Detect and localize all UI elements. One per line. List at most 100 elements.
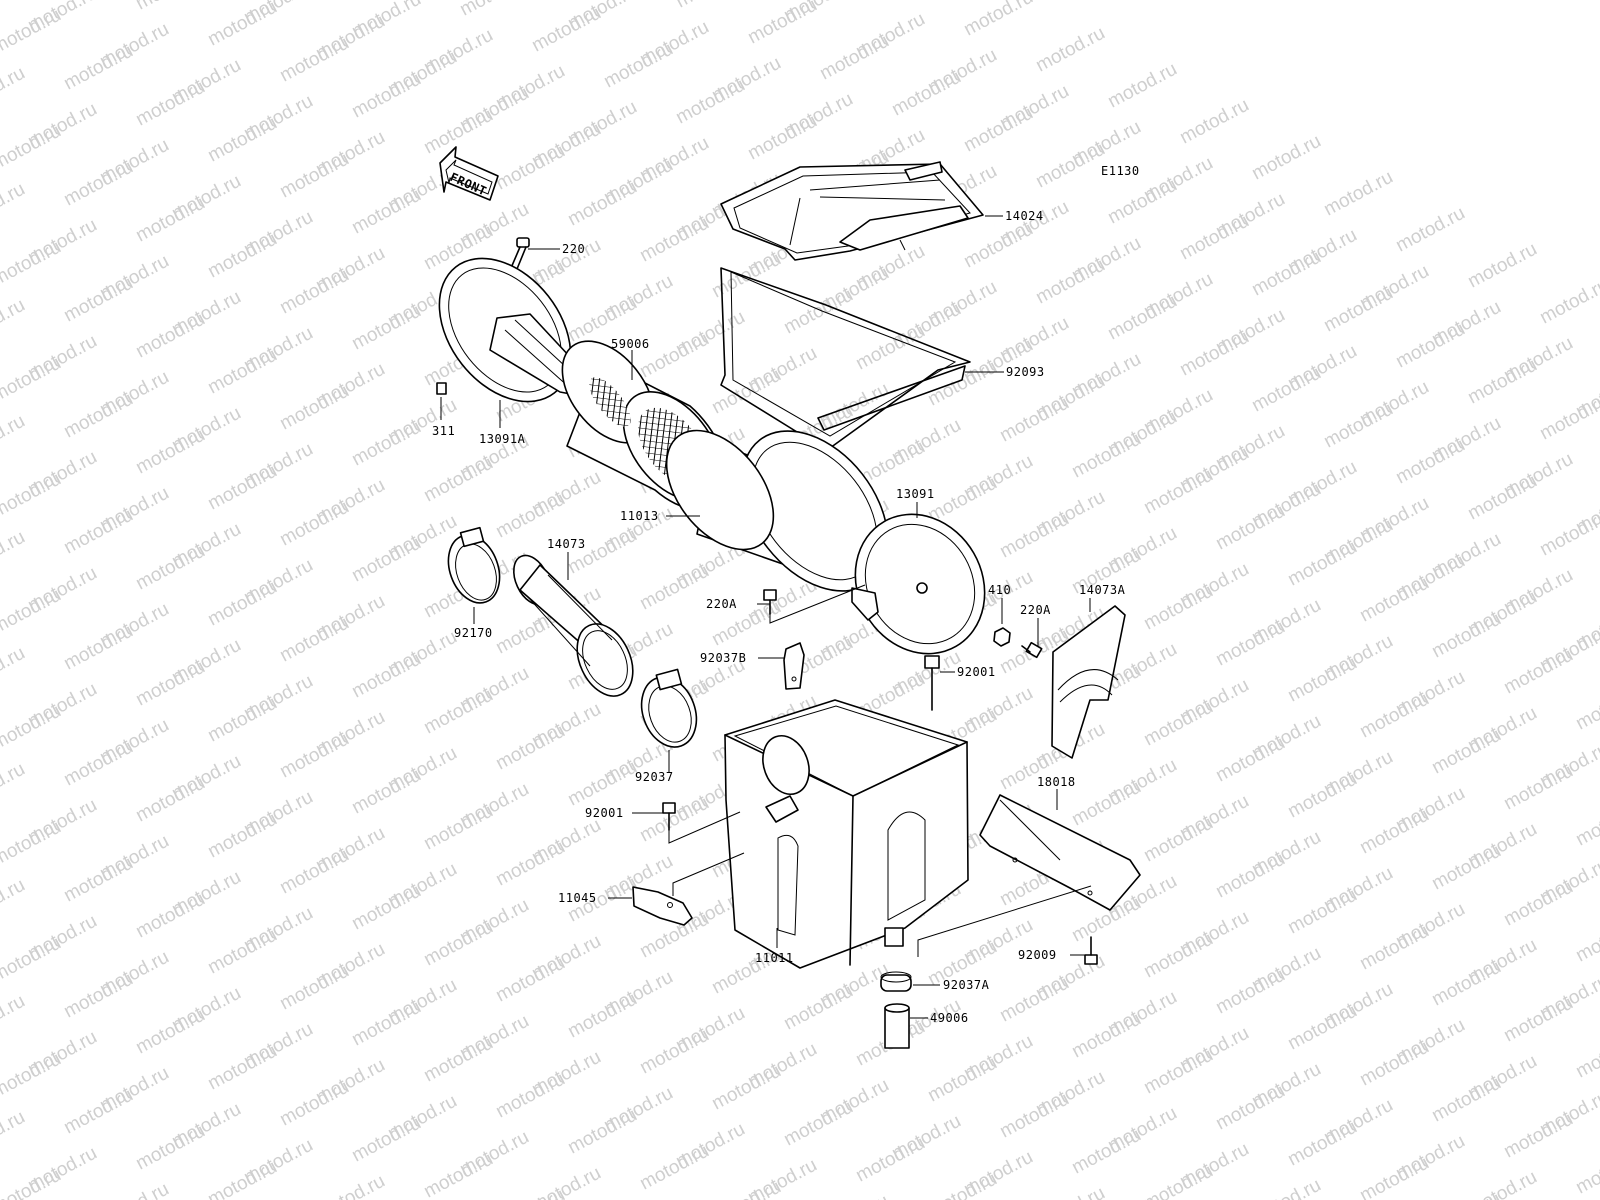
- watermark-text: motod.ru: [276, 149, 352, 203]
- watermark-text: motod.ru: [1284, 885, 1360, 939]
- watermark-text: motod.ru: [1032, 23, 1108, 77]
- watermark-text: motod.ru: [348, 417, 424, 471]
- watermark-text: motod.ru: [132, 77, 208, 131]
- part-label-59006: 59006: [611, 337, 650, 351]
- watermark-text: motod.ru: [1140, 929, 1216, 983]
- watermark-text: motod.ru: [744, 111, 820, 165]
- part-label-11011: 11011: [755, 951, 794, 965]
- part-label-92037B: 92037B: [700, 651, 746, 665]
- watermark-text: motod.ru: [1104, 175, 1180, 229]
- part-label-92037A: 92037A: [943, 978, 990, 992]
- watermark-text: motod.ru: [672, 0, 748, 12]
- watermark-text: motod.ru: [1392, 319, 1468, 373]
- watermark-text: motod.ru: [564, 1105, 640, 1159]
- watermark-text: motod.ru: [1320, 399, 1396, 453]
- watermark-text: motod.ru: [1572, 1145, 1600, 1199]
- watermark-text: motod.ru: [1068, 1009, 1144, 1063]
- part-label-220A-left: 220A: [706, 597, 737, 611]
- watermark-text: motod.ru: [276, 729, 352, 783]
- clamp-92037A-part: [880, 971, 912, 992]
- intake-duct-right-part: [1051, 605, 1126, 759]
- part-label-92001-right: 92001: [957, 665, 996, 679]
- watermark-text: motod.ru: [924, 473, 1000, 527]
- watermark-text: motod.ru: [492, 837, 568, 891]
- watermark-text: motod.ru: [1356, 805, 1432, 859]
- watermark-text: motod.ru: [1176, 327, 1252, 381]
- cover-plate-part: [979, 794, 1141, 911]
- watermark-text: motod.ru: [1392, 203, 1468, 257]
- watermark-text: motod.ru: [1464, 1167, 1540, 1200]
- watermark-text: motod.ru: [1248, 247, 1324, 301]
- watermark-text: motod.ru: [1356, 573, 1432, 627]
- front-arrow-icon: FRONT: [439, 146, 499, 201]
- clip-92037B-part: [783, 642, 805, 690]
- watermark-text: motod.ru: [1500, 993, 1576, 1047]
- watermark-text: motod.ru: [492, 721, 568, 775]
- watermark-text: motod.ru: [1356, 1153, 1432, 1200]
- part-label-14073A: 14073A: [1079, 583, 1126, 597]
- drain-cap-49006-part: [884, 1003, 910, 1049]
- watermark-text: motod.ru: [924, 1169, 1000, 1200]
- watermark-text: motod.ru: [204, 1041, 280, 1095]
- watermark-text: motod.ru: [1140, 465, 1216, 519]
- watermark-text: motod.ru: [132, 193, 208, 247]
- watermark-text: motod.ru: [960, 219, 1036, 273]
- watermark-text: motod.ru: [1536, 507, 1600, 561]
- watermark-text: motod.ru: [1212, 965, 1288, 1019]
- part-label-18018: 18018: [1037, 775, 1076, 789]
- watermark-text: motod.ru: [1032, 139, 1108, 193]
- watermark-text: motod.ru: [204, 113, 280, 167]
- leader-lines: [440, 215, 1092, 1019]
- watermark-text: motod.ru: [60, 273, 136, 327]
- watermark-text: motod.ru: [204, 0, 280, 50]
- part-labels: 14024 220 92093 59006 311 13091A 11013 1…: [432, 209, 1126, 1025]
- watermark-text: motod.ru: [348, 185, 424, 239]
- watermark-text: motod.ru: [672, 75, 748, 129]
- part-label-92001-left: 92001: [585, 806, 624, 820]
- watermark-text: motod.ru: [1500, 645, 1576, 699]
- watermark-text: motod.ru: [204, 229, 280, 283]
- part-label-92093: 92093: [1006, 365, 1045, 379]
- watermark-text: motod.ru: [204, 577, 280, 631]
- watermark-text: motod.ru: [492, 141, 568, 195]
- watermark-text: motod.ru: [1248, 363, 1324, 417]
- watermark-text: motod.ru: [132, 657, 208, 711]
- watermark-text: motod.ru: [1572, 913, 1600, 967]
- watermark-text: motod.ru: [924, 1053, 1000, 1107]
- watermark-text: motod.ru: [888, 0, 964, 4]
- watermark-text: motod.ru: [1032, 255, 1108, 309]
- watermark-text: motod.ru: [348, 69, 424, 123]
- watermark-text: motod.ru: [1500, 761, 1576, 815]
- part-label-92009: 92009: [1018, 948, 1057, 962]
- watermark-text: motod.ru: [312, 1171, 388, 1200]
- watermark-text: motod.ru: [564, 525, 640, 579]
- watermark-text: motod.ru: [1032, 1183, 1108, 1200]
- watermark-text: motod.ru: [132, 541, 208, 595]
- watermark-text: motod.ru: [1176, 211, 1252, 265]
- watermark-text: motod.ru: [420, 453, 496, 507]
- watermark-text: motod.ru: [132, 1005, 208, 1059]
- watermark-text: motod.ru: [204, 925, 280, 979]
- screw-220A-right-part: [1021, 641, 1043, 659]
- watermark-text: motod.ru: [1140, 813, 1216, 867]
- watermark-text: motod.ru: [1572, 1029, 1600, 1083]
- watermark-text: motod.ru: [636, 1141, 712, 1195]
- watermark-text: motod.ru: [60, 505, 136, 559]
- watermark-text: motod.ru: [0, 1165, 65, 1200]
- watermark-text: motod.ru: [276, 1077, 352, 1131]
- air-cleaner-cover-part: [720, 161, 984, 261]
- watermark-text: motod.ru: [1140, 697, 1216, 751]
- watermark-text: motod.ru: [960, 0, 1036, 40]
- nut-410-part: [993, 627, 1011, 647]
- watermark-text: motod.ru: [132, 0, 208, 14]
- watermark-text: motod.ru: [1536, 391, 1600, 445]
- watermark-text: motod.ru: [1428, 841, 1504, 895]
- watermark-text: motod.ru: [780, 1097, 856, 1151]
- part-label-92037: 92037: [635, 770, 674, 784]
- watermark-text: motod.ru: [0, 643, 29, 697]
- bolt-311-part: [436, 382, 447, 395]
- watermark-text: motod.ru: [1284, 537, 1360, 591]
- watermark-text: motod.ru: [348, 765, 424, 819]
- watermark-text: motod.ru: [564, 177, 640, 231]
- watermark-text: motod.ru: [1572, 797, 1600, 851]
